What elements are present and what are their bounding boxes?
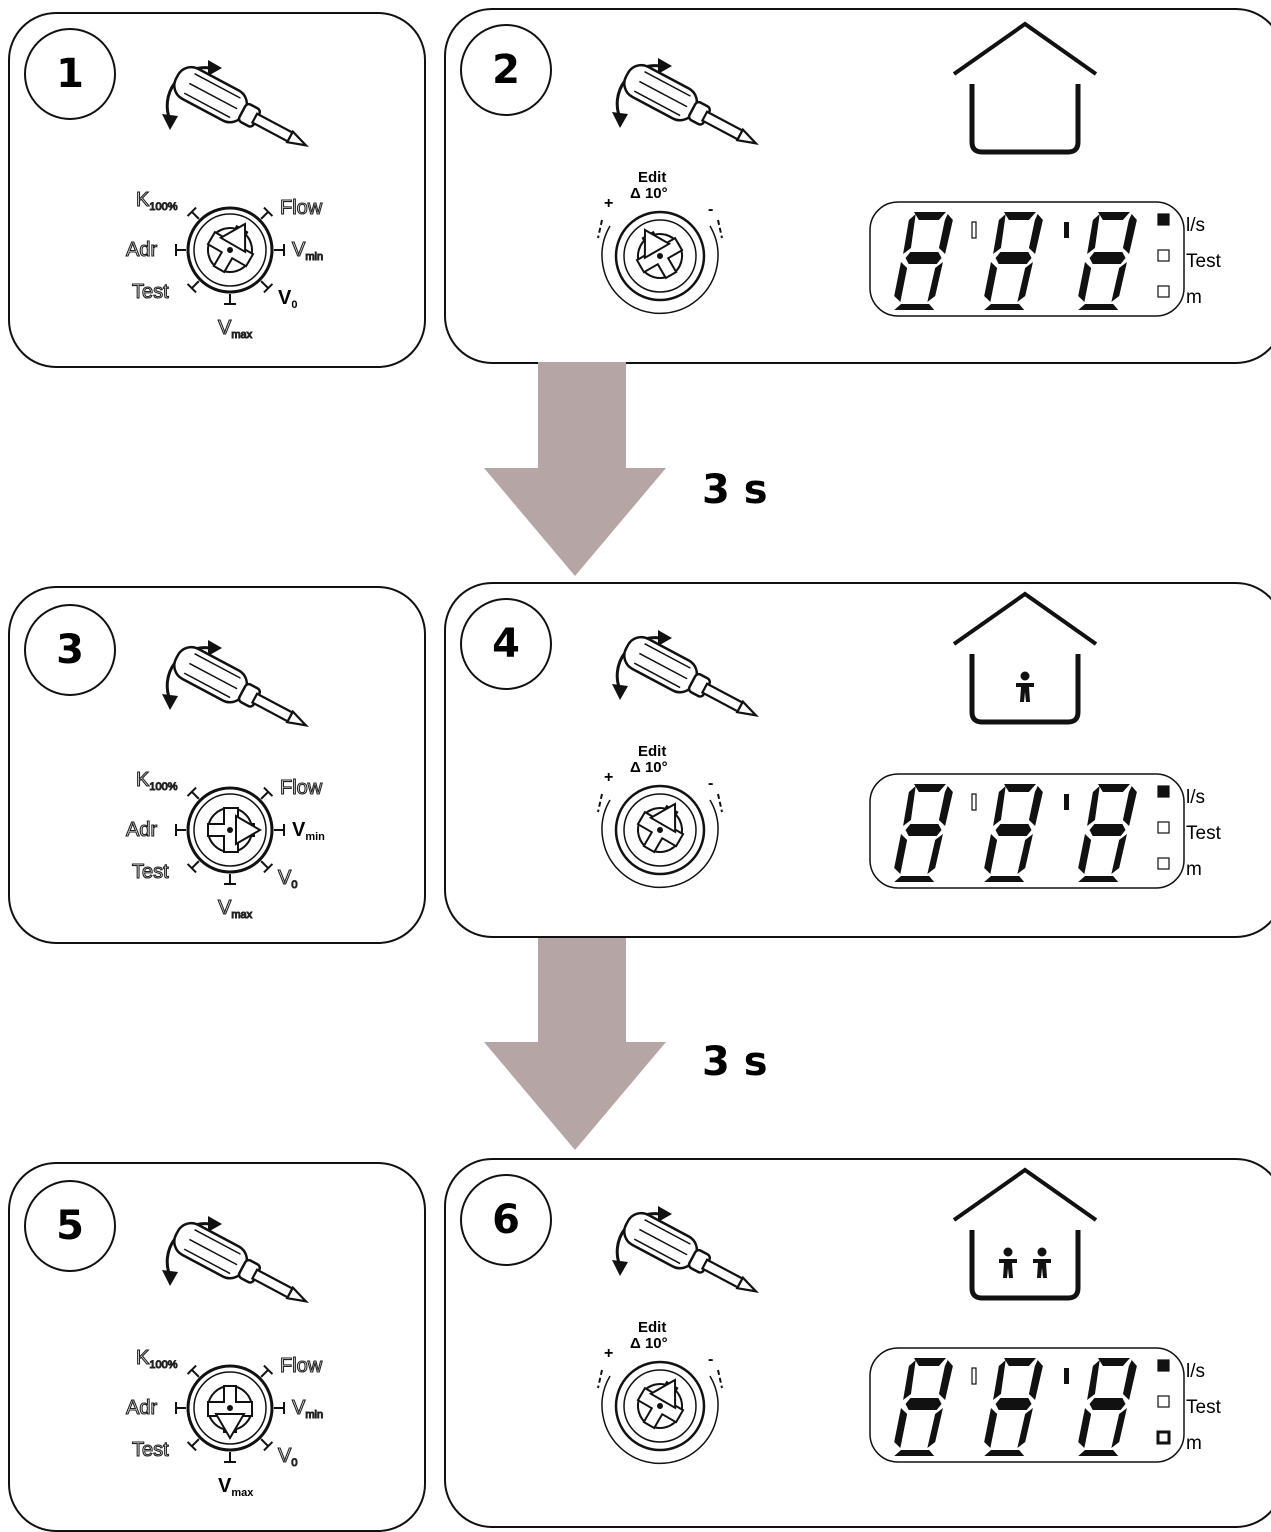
delay-label-2: 3 s (702, 1039, 768, 1085)
unit-label-m: m (1186, 287, 1202, 308)
dial-label-test: Test (131, 1439, 169, 1461)
unit-label-m: m (1186, 859, 1202, 880)
unit-label-test: Test (1186, 1397, 1221, 1418)
edit-label: Edit (638, 1319, 667, 1336)
plus-label: + (604, 195, 614, 212)
delta-angle-label: Δ 10° (630, 1335, 668, 1352)
dial-label-vmin: Vmin (291, 239, 324, 263)
step-number-1: 1 (24, 28, 116, 120)
dial-label-vmax: Vmax (217, 897, 253, 921)
delta-angle-label: Δ 10° (630, 759, 668, 776)
minus-label: - (708, 201, 714, 218)
dial-label-adr: Adr (125, 819, 158, 841)
edit-label: Edit (638, 743, 667, 760)
unit-label-m: m (1186, 1433, 1202, 1454)
delta-angle-label: Δ 10° (630, 185, 668, 202)
step-number-5: 5 (24, 1180, 116, 1272)
plus-label: + (604, 1345, 614, 1362)
step-number-4: 4 (460, 598, 552, 690)
unit-label-ls: l/s (1186, 1361, 1205, 1382)
panel-step-4 (444, 582, 1271, 938)
unit-label-test: Test (1186, 823, 1221, 844)
dial-label-k100: K100% (135, 189, 178, 213)
dial-label-k100: K100% (135, 1347, 178, 1371)
edit-label: Edit (638, 169, 667, 186)
panel-step-6 (444, 1158, 1271, 1528)
minus-label: - (708, 775, 714, 792)
delay-label-1: 3 s (702, 467, 768, 513)
dial-label-flow: Flow (279, 1355, 323, 1377)
dial-label-vmax: Vmax (218, 1475, 254, 1499)
dial-label-test: Test (131, 861, 169, 883)
dial-label-flow: Flow (279, 777, 323, 799)
dial-label-vmin: Vmin (292, 819, 325, 843)
down-arrow-1 (484, 362, 666, 576)
minus-label: - (708, 1351, 714, 1368)
dial-label-vmin: Vmin (291, 1397, 324, 1421)
dial-label-v0: V0 (277, 867, 298, 891)
step-number-6: 6 (460, 1174, 552, 1266)
dial-label-k100: K100% (135, 769, 178, 793)
plus-label: + (604, 769, 614, 786)
step-number-3: 3 (24, 604, 116, 696)
unit-label-ls: l/s (1186, 787, 1205, 808)
dial-label-v0: V0 (277, 1445, 298, 1469)
down-arrow-2 (484, 938, 666, 1150)
step-number-2: 2 (460, 24, 552, 116)
unit-label-test: Test (1186, 251, 1221, 272)
dial-label-adr: Adr (125, 1397, 158, 1419)
dial-label-v0: V0 (278, 287, 298, 311)
dial-label-flow: Flow (279, 197, 323, 219)
unit-label-ls: l/s (1186, 215, 1205, 236)
dial-label-test: Test (131, 281, 169, 303)
dial-label-vmax: Vmax (217, 317, 253, 341)
dial-label-adr: Adr (125, 239, 158, 261)
